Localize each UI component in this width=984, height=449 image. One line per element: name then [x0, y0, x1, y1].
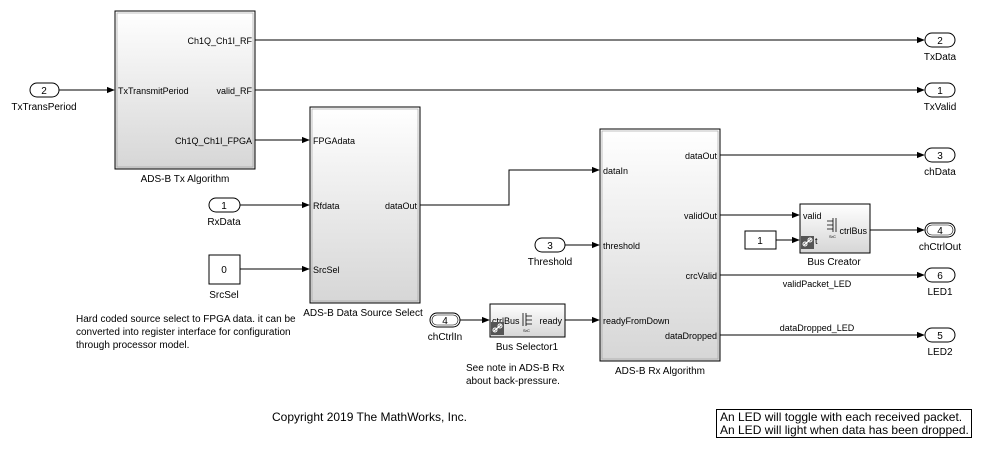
signal-label-data-dropped: dataDropped_LED [780, 323, 855, 333]
rx-in-port-label: dataIn [603, 166, 628, 176]
src-in-port-label: Rfdata [313, 201, 340, 211]
inport-name: TxTransPeriod [11, 102, 76, 113]
tx-out-port-label: Ch1Q_Ch1I_RF [187, 36, 252, 46]
outport-name: chData [924, 167, 956, 178]
src-in-port-label: FPGAdata [313, 136, 355, 146]
note-line: See note in ADS-B Rx [466, 363, 564, 374]
rx-out-port-label: dataDropped [665, 331, 717, 341]
tx-in-port-label: TxTransmitPeriod [118, 86, 189, 96]
bus-creator-out-label: ctrlBus [839, 226, 867, 236]
note-line: about back-pressure. [466, 376, 560, 387]
led-callout-box: An LED will toggle with each received pa… [716, 409, 972, 438]
bus-selector-glyph-label: SrC [523, 328, 530, 333]
data-source-select-block[interactable]: FPGAdata Rfdata SrcSel dataOut ADS-B Dat… [303, 106, 423, 319]
one-constant-value: 1 [757, 236, 763, 247]
srcsel-constant-block[interactable]: 0 SrcSel [208, 254, 241, 301]
outport-number: 2 [937, 36, 943, 47]
copyright-note: Copyright 2019 The MathWorks, Inc. [272, 410, 467, 424]
outport-led1[interactable]: 6 LED1 [924, 267, 956, 298]
outport-txvalid[interactable]: 1 TxValid [924, 82, 957, 113]
srcsel-constant-value: 0 [221, 265, 227, 276]
note-line: converted into register interface for co… [76, 327, 291, 338]
inport-name: Threshold [528, 257, 572, 268]
note-line: Hard coded source select to FPGA data. i… [76, 314, 296, 325]
inport-txtransperiod[interactable]: 2 TxTransPeriod [11, 82, 77, 113]
src-block-name: ADS-B Data Source Select [303, 308, 423, 319]
outport-name: LED1 [927, 287, 952, 298]
rx-in-port-label: threshold [603, 241, 640, 251]
bus-creator-block[interactable]: valid t ctrlBus SrC Bus Creator [799, 203, 871, 268]
bus-creator-in-label: valid [803, 211, 822, 221]
rx-block-name: ADS-B Rx Algorithm [615, 366, 705, 377]
backpressure-note: See note in ADS-B Rx about back-pressure… [466, 363, 564, 387]
inport-threshold[interactable]: 3 Threshold [528, 237, 572, 268]
rx-in-port-label: readyFromDown [603, 316, 670, 326]
bus-creator-glyph-label: SrC [829, 234, 836, 239]
bus-selector-out-label: ready [539, 316, 562, 326]
link-icon [801, 236, 814, 249]
inport-name: chCtrlIn [428, 332, 462, 343]
rx-algorithm-block[interactable]: dataIn threshold readyFromDown dataOut v… [599, 128, 721, 377]
wires [59, 36, 925, 339]
outport-number: 5 [937, 331, 943, 342]
src-in-port-label: SrcSel [313, 265, 340, 275]
outport-name: TxData [924, 52, 957, 63]
inport-number: 1 [221, 201, 227, 212]
outport-number: 6 [937, 271, 943, 282]
src-select-note: Hard coded source select to FPGA data. i… [76, 314, 296, 351]
rx-out-port-label: crcValid [686, 271, 717, 281]
bus-selector-name: Bus Selector1 [496, 342, 559, 353]
tx-block-name: ADS-B Tx Algorithm [141, 174, 230, 185]
outport-number: 3 [937, 151, 943, 162]
inport-number: 3 [547, 241, 553, 252]
outport-number: 1 [937, 86, 943, 97]
link-icon [491, 322, 504, 335]
outport-chdata[interactable]: 3 chData [924, 147, 956, 178]
outport-txdata[interactable]: 2 TxData [924, 32, 957, 63]
rx-out-port-label: dataOut [685, 151, 718, 161]
bus-glyph-icon [827, 218, 837, 232]
inport-rxdata[interactable]: 1 RxData [207, 197, 241, 228]
bus-selector-block[interactable]: ctrlBus ready SrC Bus Selector1 [489, 303, 566, 353]
bus-glyph-icon [522, 313, 532, 326]
outport-chctrlout[interactable]: 4 chCtrlOut [919, 222, 961, 253]
signal-label-valid-packet: validPacket_LED [783, 279, 852, 289]
outport-name: chCtrlOut [919, 242, 961, 253]
inport-number: 2 [41, 86, 47, 97]
srcsel-constant-name: SrcSel [209, 290, 238, 301]
tx-out-port-label: valid_RF [216, 86, 252, 96]
outport-name: LED2 [927, 347, 952, 358]
inport-name: RxData [207, 217, 241, 228]
rx-out-port-label: validOut [684, 211, 718, 221]
inport-number: 4 [442, 316, 448, 327]
outport-name: TxValid [924, 102, 957, 113]
bus-creator-in-label: t [815, 236, 818, 246]
tx-algorithm-block[interactable]: TxTransmitPeriod Ch1Q_Ch1I_RF valid_RF C… [114, 10, 256, 185]
wire-dataout-to-datain[interactable] [420, 166, 600, 206]
bus-selector-in-label: ctrlBus [492, 316, 520, 326]
inport-chctrlin[interactable]: 4 chCtrlIn [428, 312, 462, 343]
outport-number: 4 [937, 226, 943, 237]
one-constant-block[interactable]: 1 [744, 230, 777, 250]
led-callout-line: An LED will light when data has been dro… [720, 423, 969, 437]
tx-out-port-label: Ch1Q_Ch1I_FPGA [175, 136, 252, 146]
led-callout-line: An LED will toggle with each received pa… [720, 410, 963, 424]
outport-led2[interactable]: 5 LED2 [924, 327, 956, 358]
src-out-port-label: dataOut [385, 201, 418, 211]
bus-creator-name: Bus Creator [807, 257, 861, 268]
note-line: through processor model. [76, 340, 189, 351]
